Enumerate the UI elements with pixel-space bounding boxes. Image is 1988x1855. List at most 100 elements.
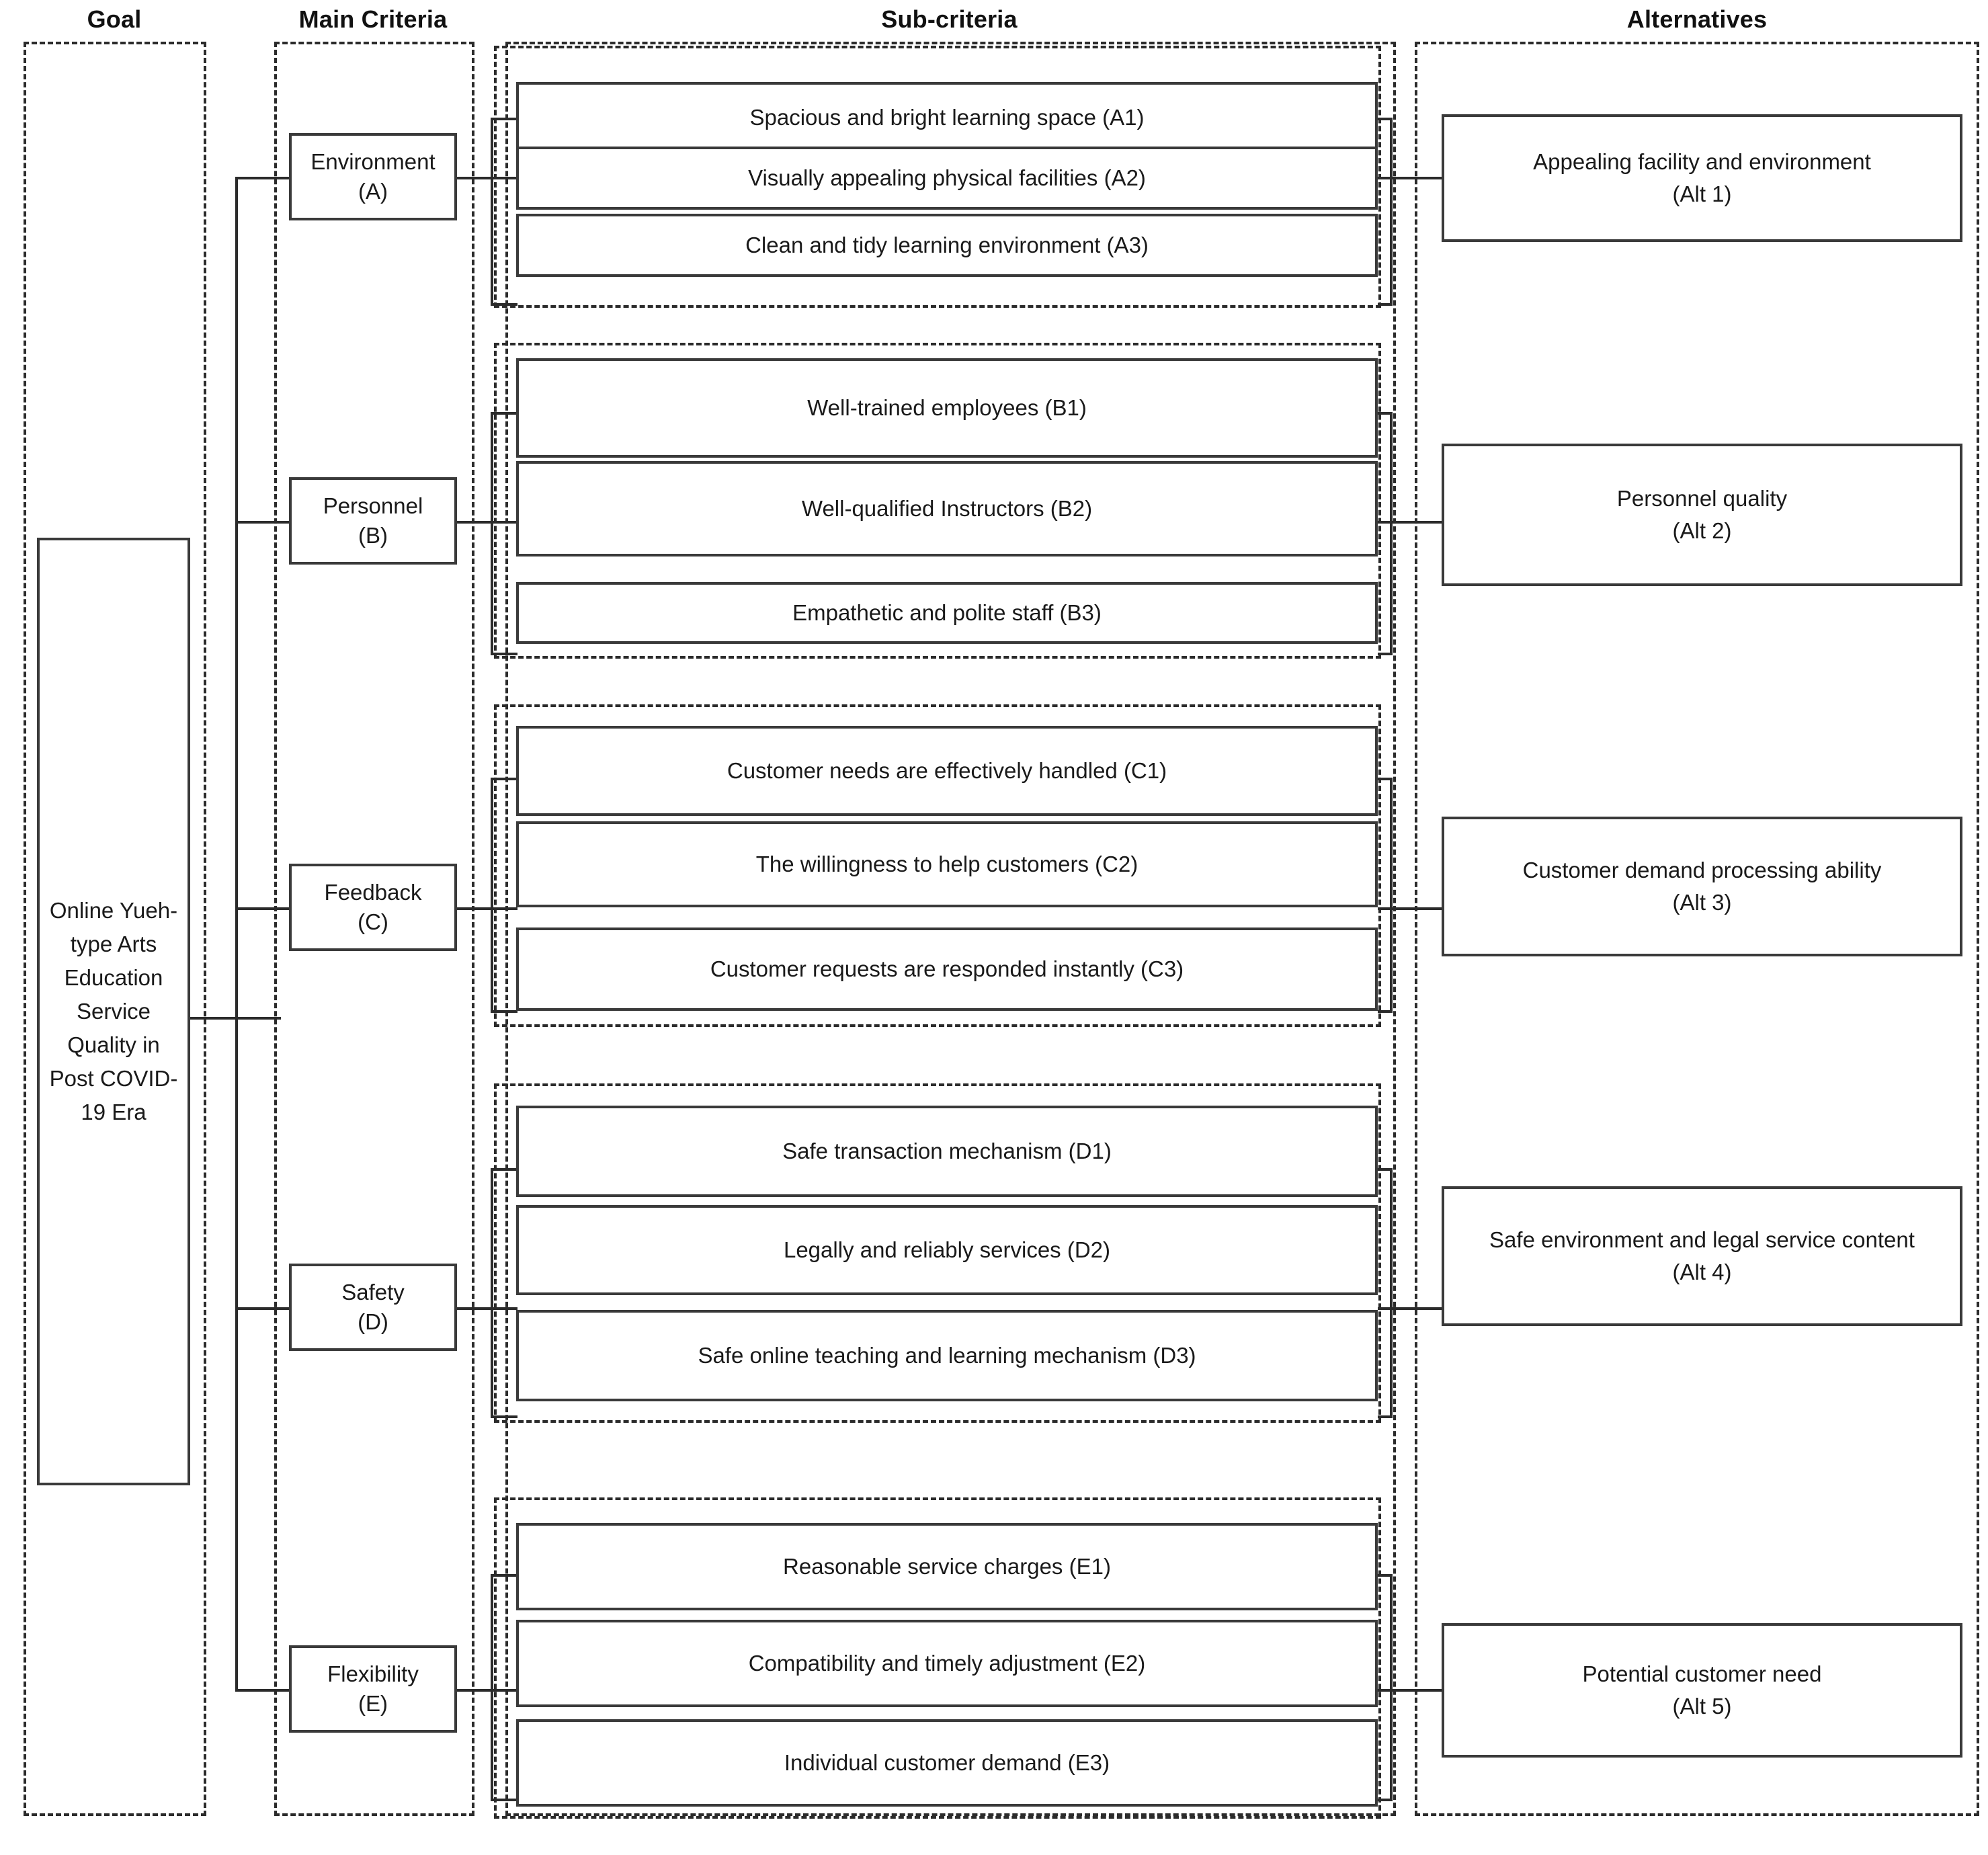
- connector-alt5-stub: [1390, 1689, 1444, 1692]
- connector-e-branch-2: [491, 1689, 517, 1692]
- main-criteria-node-personnel[interactable]: Personnel (B): [289, 477, 457, 565]
- sub-criteria-label-a2: Visually appealing physical facilities (…: [748, 165, 1146, 190]
- column-header-main-criteria: Main Criteria: [272, 5, 474, 34]
- connector-alt5-branch-3: [1378, 1799, 1393, 1801]
- sub-criteria-label-c3: Customer requests are responded instantl…: [710, 956, 1184, 981]
- sub-criteria-label-d3: Safe online teaching and learning mechan…: [698, 1343, 1196, 1368]
- goal-column-boundary: [24, 42, 206, 1816]
- column-header-goal-label: Goal: [87, 5, 142, 33]
- connector-d-stub: [456, 1307, 516, 1310]
- sub-criteria-label-b1: Well-trained employees (B1): [807, 395, 1087, 420]
- connector-alt1-branch-2: [1378, 177, 1393, 179]
- sub-criteria-label-d1: Safe transaction mechanism (D1): [782, 1139, 1112, 1163]
- connector-goal-branch-e: [235, 1689, 290, 1692]
- connector-c-spine: [491, 778, 493, 1013]
- main-criteria-label-environment: Environment (A): [310, 149, 436, 204]
- connector-b-branch-2: [491, 521, 517, 524]
- connector-alt3-branch-3: [1378, 1010, 1393, 1013]
- column-header-main-criteria-label: Main Criteria: [298, 5, 448, 33]
- sub-criteria-node-c2[interactable]: The willingness to help customers (C2): [516, 821, 1378, 907]
- sub-criteria-node-b2[interactable]: Well-qualified Instructors (B2): [516, 461, 1378, 556]
- main-criteria-node-flexibility[interactable]: Flexibility (E): [289, 1645, 457, 1733]
- connector-alt2-branch-1: [1378, 412, 1393, 415]
- connector-alt3-spine: [1390, 778, 1393, 1013]
- main-criteria-node-environment[interactable]: Environment (A): [289, 133, 457, 220]
- sub-criteria-node-a1[interactable]: Spacious and bright learning space (A1): [516, 82, 1378, 153]
- connector-alt4-stub: [1390, 1307, 1444, 1310]
- alternative-label-alt1: Appealing facility and environment (Alt …: [1533, 149, 1871, 206]
- connector-a-branch-2: [491, 177, 517, 179]
- main-criteria-label-personnel: Personnel (B): [323, 493, 423, 548]
- sub-criteria-node-c1[interactable]: Customer needs are effectively handled (…: [516, 726, 1378, 816]
- connector-e-branch-1: [491, 1574, 517, 1577]
- connector-goal-branch-b: [235, 521, 290, 524]
- alternative-node-alt2[interactable]: Personnel quality (Alt 2): [1442, 444, 1962, 586]
- sub-criteria-column-boundary: [505, 42, 1396, 1816]
- sub-criteria-node-e1[interactable]: Reasonable service charges (E1): [516, 1523, 1378, 1610]
- sub-criteria-group-boundary-c: [494, 704, 1381, 1027]
- sub-criteria-node-a2[interactable]: Visually appealing physical facilities (…: [516, 147, 1378, 210]
- connector-alt4-branch-2: [1378, 1307, 1393, 1310]
- alternative-node-alt4[interactable]: Safe environment and legal service conte…: [1442, 1186, 1962, 1326]
- main-criteria-node-safety[interactable]: Safety (D): [289, 1264, 457, 1351]
- main-criteria-column-boundary: [274, 42, 474, 1816]
- sub-criteria-node-c3[interactable]: Customer requests are responded instantl…: [516, 928, 1378, 1011]
- sub-criteria-node-b3[interactable]: Empathetic and polite staff (B3): [516, 582, 1378, 644]
- sub-criteria-label-b3: Empathetic and polite staff (B3): [792, 600, 1102, 625]
- sub-criteria-group-boundary-e: [494, 1497, 1381, 1819]
- sub-criteria-label-e2: Compatibility and timely adjustment (E2): [748, 1651, 1146, 1676]
- column-header-sub-criteria: Sub-criteria: [504, 5, 1395, 34]
- connector-alt2-spine: [1390, 412, 1393, 655]
- connector-alt4-branch-3: [1378, 1415, 1393, 1418]
- alternative-label-alt3: Customer demand processing ability (Alt …: [1522, 858, 1882, 915]
- connector-alt1-stub: [1390, 177, 1444, 179]
- sub-criteria-node-e2[interactable]: Compatibility and timely adjustment (E2): [516, 1620, 1378, 1707]
- sub-criteria-label-b2: Well-qualified Instructors (B2): [801, 496, 1093, 521]
- sub-criteria-node-a3[interactable]: Clean and tidy learning environment (A3): [516, 214, 1378, 277]
- sub-criteria-node-e3[interactable]: Individual customer demand (E3): [516, 1719, 1378, 1807]
- main-criteria-node-feedback[interactable]: Feedback (C): [289, 864, 457, 951]
- sub-criteria-label-e3: Individual customer demand (E3): [784, 1750, 1110, 1775]
- column-header-goal: Goal: [24, 5, 205, 34]
- connector-alt5-branch-2: [1378, 1689, 1393, 1692]
- connector-a-spine: [491, 118, 493, 306]
- goal-node[interactable]: Online Yueh-type Arts Education Service …: [37, 538, 190, 1485]
- sub-criteria-label-a1: Spacious and bright learning space (A1): [749, 105, 1145, 130]
- alternative-label-alt2: Personnel quality (Alt 2): [1616, 486, 1788, 543]
- main-criteria-label-feedback: Feedback (C): [324, 880, 422, 934]
- connector-b-branch-3: [491, 653, 517, 655]
- connector-b-stub: [456, 521, 516, 524]
- sub-criteria-node-d1[interactable]: Safe transaction mechanism (D1): [516, 1106, 1378, 1197]
- sub-criteria-node-b1[interactable]: Well-trained employees (B1): [516, 358, 1378, 458]
- alternative-node-alt3[interactable]: Customer demand processing ability (Alt …: [1442, 817, 1962, 956]
- connector-alt5-spine: [1390, 1574, 1393, 1799]
- connector-d-branch-2: [491, 1307, 517, 1310]
- column-header-alternatives: Alternatives: [1415, 5, 1979, 34]
- main-criteria-label-flexibility: Flexibility (E): [327, 1661, 419, 1716]
- sub-criteria-group-boundary-b: [494, 343, 1381, 659]
- sub-criteria-label-c1: Customer needs are effectively handled (…: [727, 758, 1167, 783]
- connector-e-stub: [456, 1689, 516, 1692]
- column-header-sub-criteria-label: Sub-criteria: [881, 5, 1018, 33]
- connector-d-branch-3: [491, 1415, 517, 1418]
- alternatives-column-boundary: [1415, 42, 1979, 1816]
- connector-d-spine: [491, 1168, 493, 1418]
- connector-alt4-branch-1: [1378, 1168, 1393, 1171]
- connector-goal-branch-d: [235, 1307, 290, 1310]
- connector-goal-stub: [188, 1017, 281, 1020]
- connector-alt3-branch-2: [1378, 907, 1393, 910]
- alternative-node-alt5[interactable]: Potential customer need (Alt 5): [1442, 1623, 1962, 1758]
- connector-e-branch-3: [491, 1799, 517, 1801]
- alternative-label-alt4: Safe environment and legal service conte…: [1489, 1227, 1915, 1284]
- connector-goal-branch-c: [235, 907, 290, 910]
- connector-alt2-branch-3: [1378, 653, 1393, 655]
- connector-a-branch-1: [491, 118, 517, 120]
- connector-alt1-branch-1: [1378, 118, 1393, 120]
- sub-criteria-node-d3[interactable]: Safe online teaching and learning mechan…: [516, 1310, 1378, 1401]
- connector-c-branch-1: [491, 778, 517, 780]
- alternative-node-alt1[interactable]: Appealing facility and environment (Alt …: [1442, 114, 1962, 242]
- connector-alt3-branch-1: [1378, 778, 1393, 780]
- connector-c-branch-3: [491, 1010, 517, 1013]
- connector-e-spine: [491, 1574, 493, 1799]
- sub-criteria-node-d2[interactable]: Legally and reliably services (D2): [516, 1205, 1378, 1295]
